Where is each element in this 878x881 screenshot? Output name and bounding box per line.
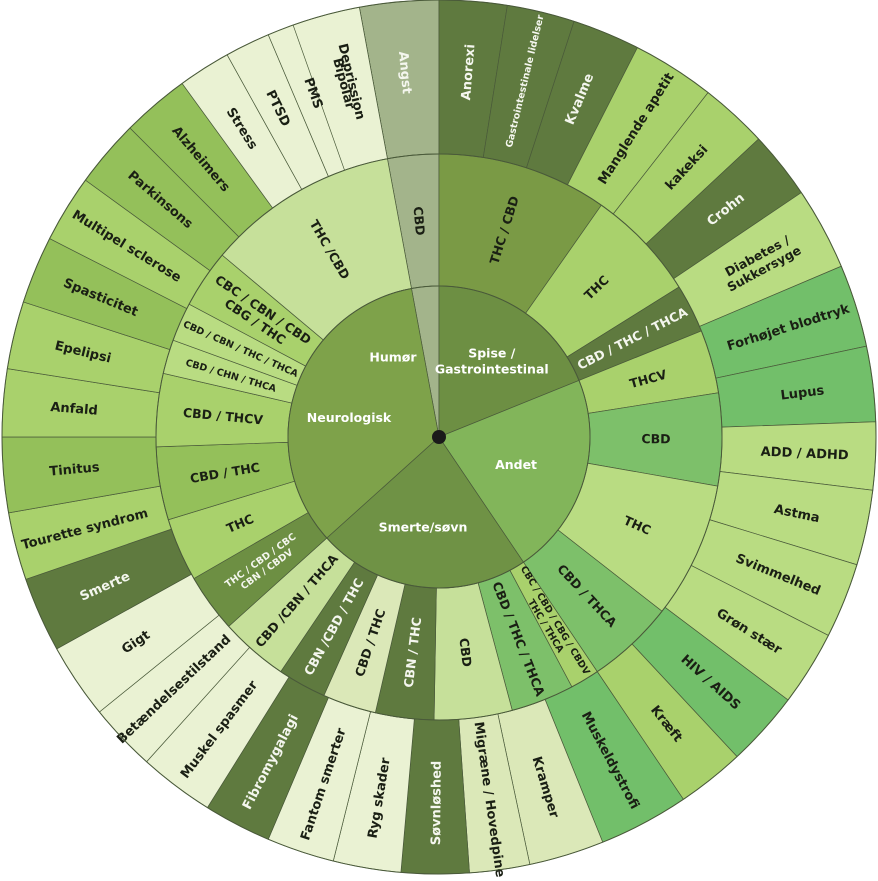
- inner-label: Spise /Gastrointestinal: [435, 346, 549, 377]
- inner-label: Andet: [495, 457, 537, 472]
- middle-label: CBD: [410, 206, 428, 236]
- inner-label: Neurologisk: [307, 410, 392, 425]
- outer-label: Søvnløshed: [429, 761, 445, 846]
- center-dot: [432, 430, 446, 444]
- outer-label: Tinitus: [49, 460, 101, 479]
- middle-label: CBD: [456, 637, 474, 668]
- middle-label: CBD: [641, 431, 670, 446]
- inner-label: Smerte/søvn: [379, 520, 468, 535]
- ring-outline: [287, 285, 591, 589]
- outer-label: ADD / ADHD: [760, 445, 849, 464]
- inner-label: Humør: [369, 349, 417, 364]
- outer-label: Anorexi: [459, 44, 478, 101]
- ring-outline: [155, 153, 723, 721]
- inner-ring-categories: Humør Spise /GastrointestinalAndetSmerte/…: [287, 285, 591, 589]
- outer-label: Lupus: [780, 383, 826, 403]
- outer-label: Angst: [395, 51, 414, 95]
- outer-label: Anfald: [50, 400, 99, 419]
